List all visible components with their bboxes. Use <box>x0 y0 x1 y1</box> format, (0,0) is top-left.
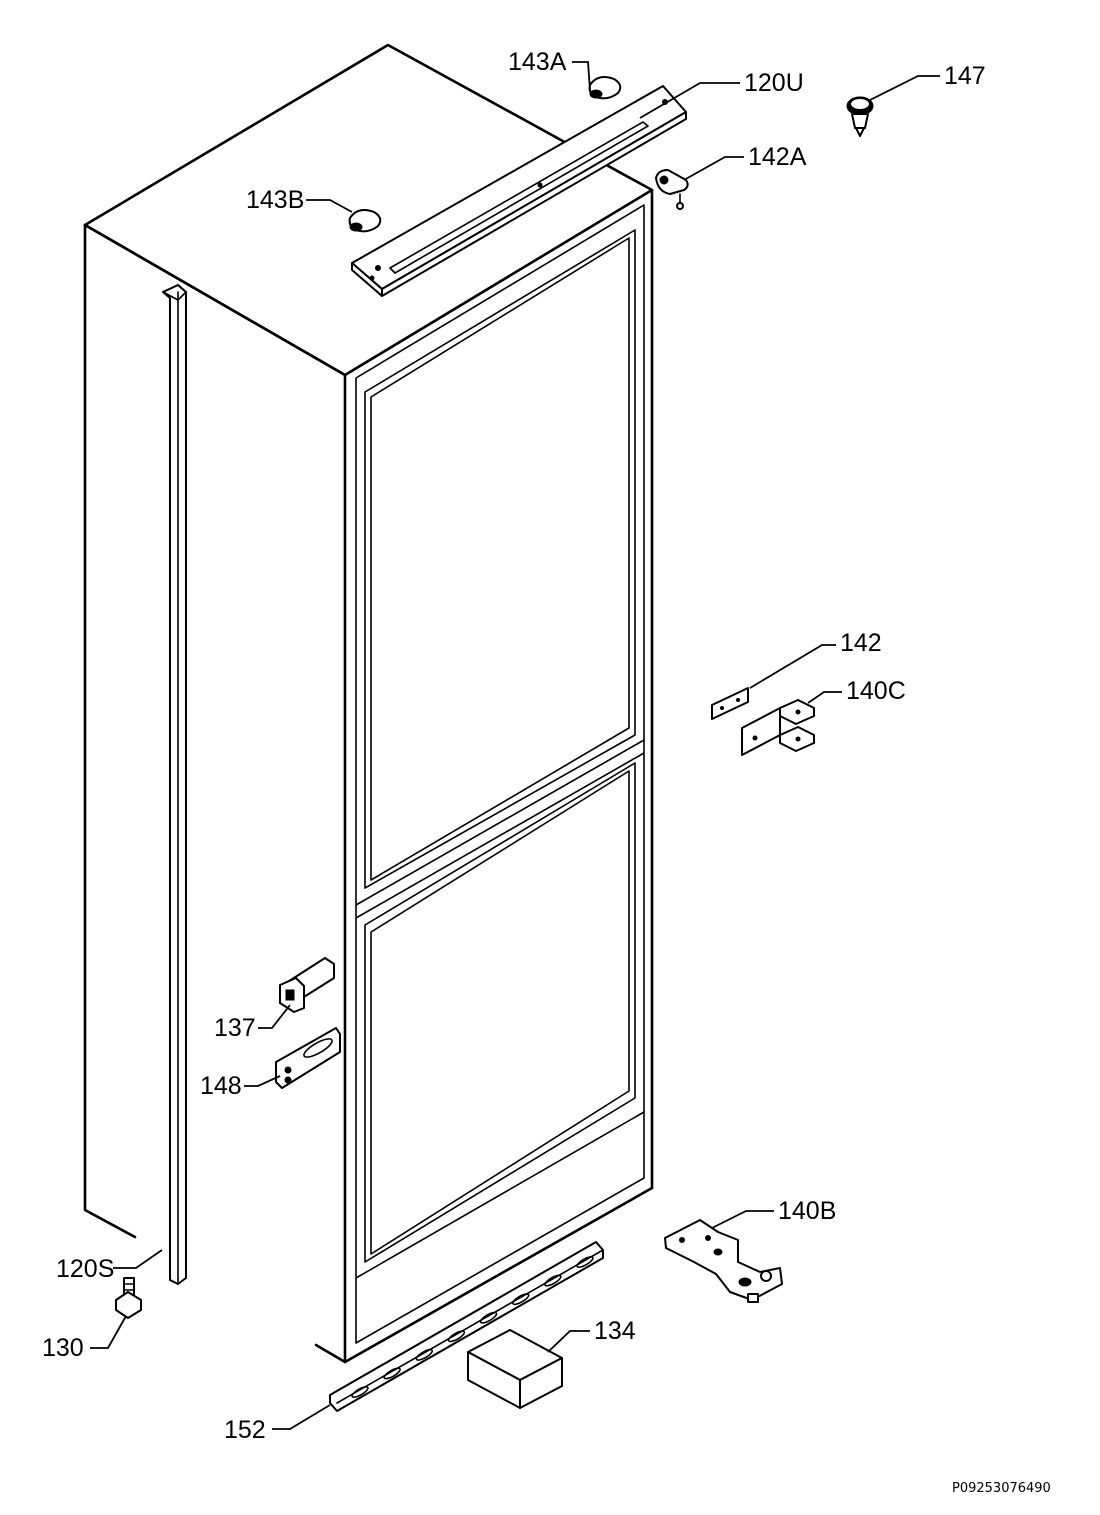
rail-slot <box>576 1256 594 1268</box>
label-143b: 143B <box>246 186 304 214</box>
label-152: 152 <box>224 1416 266 1444</box>
rail-slot <box>479 1311 498 1324</box>
top-rail-120u <box>351 85 687 297</box>
rail-slot <box>544 1274 562 1287</box>
label-120u: 120U <box>744 69 804 97</box>
rail-slot <box>511 1293 530 1306</box>
cabinet <box>83 43 654 1364</box>
label-130: 130 <box>42 1334 84 1362</box>
rail-slot <box>415 1348 434 1361</box>
label-142a: 142A <box>748 143 807 171</box>
hinge-pin-142a <box>655 169 689 210</box>
foot-130 <box>115 1277 142 1319</box>
label-143a: 143A <box>508 48 567 76</box>
seal-strip-120s <box>162 284 187 1285</box>
leader-lines <box>90 61 940 1430</box>
rail-slot <box>351 1386 369 1398</box>
rail-slot <box>447 1330 466 1343</box>
part-labels: 143A 120U 147 142A 143B 142 140C 137 148… <box>42 48 986 1444</box>
clip-143a <box>588 76 622 100</box>
label-142: 142 <box>840 629 882 657</box>
label-137: 137 <box>214 1014 256 1042</box>
reference-code: P09253076490 <box>952 1481 1051 1496</box>
label-120s: 120S <box>56 1255 114 1283</box>
block-134 <box>467 1329 563 1409</box>
label-147: 147 <box>944 62 986 90</box>
bracket-137 <box>279 957 335 1013</box>
hinge-140b <box>664 1219 783 1303</box>
label-134: 134 <box>594 1317 636 1345</box>
latch-plate-148 <box>275 1027 341 1089</box>
label-140c: 140C <box>846 677 906 705</box>
kick-rail-152 <box>329 1241 604 1412</box>
hinge-140c <box>741 699 815 756</box>
door-frame <box>355 204 645 1344</box>
label-140b: 140B <box>778 1197 836 1225</box>
spacer-plate-142 <box>711 687 749 720</box>
rail-slot <box>383 1367 401 1380</box>
plug-147 <box>846 96 874 137</box>
clip-143b <box>348 209 382 233</box>
label-148: 148 <box>200 1072 242 1100</box>
